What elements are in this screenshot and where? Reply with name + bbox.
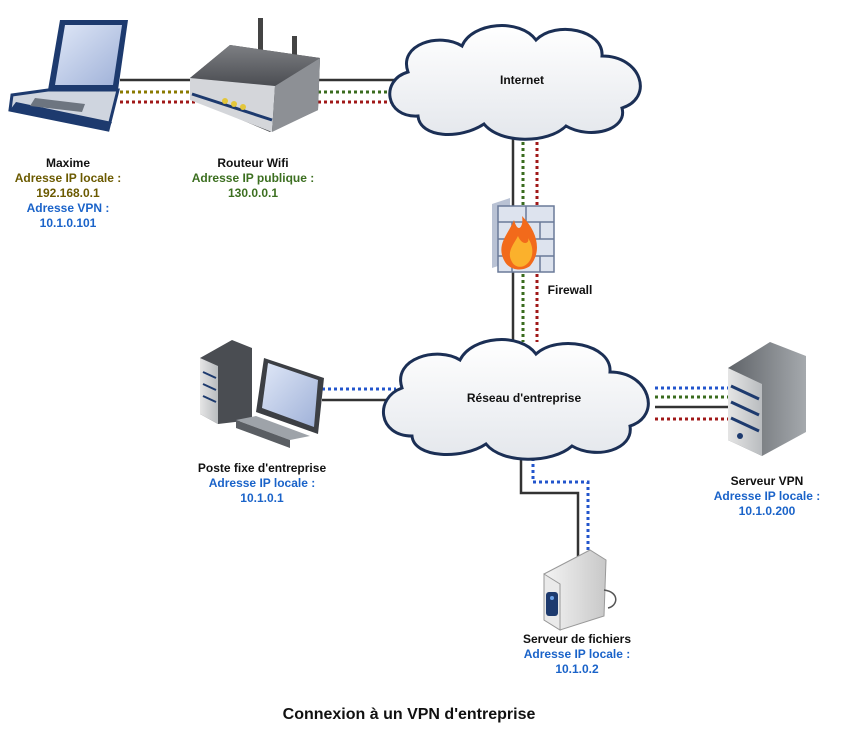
router-public-ip-label: Adresse IP publique : xyxy=(191,171,315,185)
desktop-computer-icon xyxy=(200,340,324,448)
vpn-server-local-ip: 10.1.0.200 xyxy=(738,504,796,518)
firewall-label: Firewall xyxy=(548,283,593,298)
workstation-name: Poste fixe d'entreprise xyxy=(197,461,327,475)
file-server-icon xyxy=(543,549,617,631)
internet-cloud-label: Internet xyxy=(499,73,545,87)
file-server-name: Serveur de fichiers xyxy=(522,632,632,646)
workstation-local-ip-label: Adresse IP locale : xyxy=(208,476,316,490)
workstation-local-ip: 10.1.0.1 xyxy=(240,491,284,505)
wifi-router-icon xyxy=(190,18,320,132)
firewall-name: Firewall xyxy=(547,283,593,297)
vpn-server-name: Serveur VPN xyxy=(730,474,804,488)
workstation-label: Poste fixe d'entreprise Adresse IP local… xyxy=(198,461,326,506)
file-server-label: Serveur de fichiers Adresse IP locale : … xyxy=(523,632,631,677)
server-tower-icon xyxy=(728,342,806,456)
laptop-name: Maxime xyxy=(45,156,91,170)
cable-corporate-fileserver xyxy=(519,452,580,558)
vpn-server-local-ip-label: Adresse IP locale : xyxy=(713,489,821,503)
laptop-local-ip-label: Adresse IP locale : xyxy=(14,171,122,185)
router-name: Routeur Wifi xyxy=(217,156,289,170)
vpn-server-label: Serveur VPN Adresse IP locale : 10.1.0.2… xyxy=(714,474,821,519)
file-server-local-ip: 10.1.0.2 xyxy=(555,662,599,676)
corporate-cloud-label: Réseau d'entreprise xyxy=(466,391,582,405)
links xyxy=(120,78,730,558)
router-label: Routeur Wifi Adresse IP publique : 130.0… xyxy=(192,156,314,201)
laptop-vpn-label: Adresse VPN : xyxy=(26,201,110,215)
laptop-vpn-ip: 10.1.0.101 xyxy=(39,216,97,230)
router-public-ip: 130.0.0.1 xyxy=(227,186,279,200)
laptop-local-ip: 192.168.0.1 xyxy=(36,186,100,200)
corporate-cloud xyxy=(381,338,650,461)
vpn-link-corporate-fileserver xyxy=(531,452,590,558)
laptop-label: Maxime Adresse IP locale : 192.168.0.1 A… xyxy=(15,156,122,231)
file-server-local-ip-label: Adresse IP locale : xyxy=(523,647,631,661)
diagram-caption: Connexion à un VPN d'entreprise xyxy=(282,706,536,723)
laptop-icon xyxy=(8,20,128,132)
firewall-icon xyxy=(492,198,555,273)
internet-cloud xyxy=(388,24,642,141)
